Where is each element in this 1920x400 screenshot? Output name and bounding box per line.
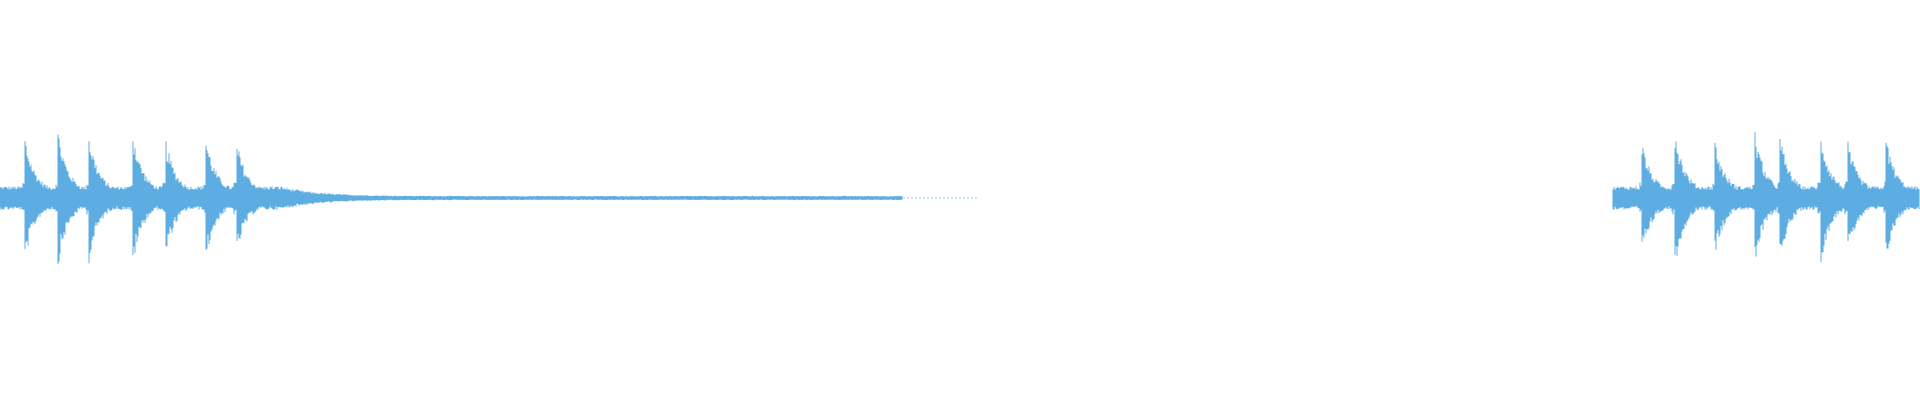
waveform-path	[0, 134, 977, 265]
waveform-segment-2	[1612, 132, 1920, 262]
waveform-segment-1	[0, 134, 977, 265]
waveform-path	[1612, 132, 1920, 262]
